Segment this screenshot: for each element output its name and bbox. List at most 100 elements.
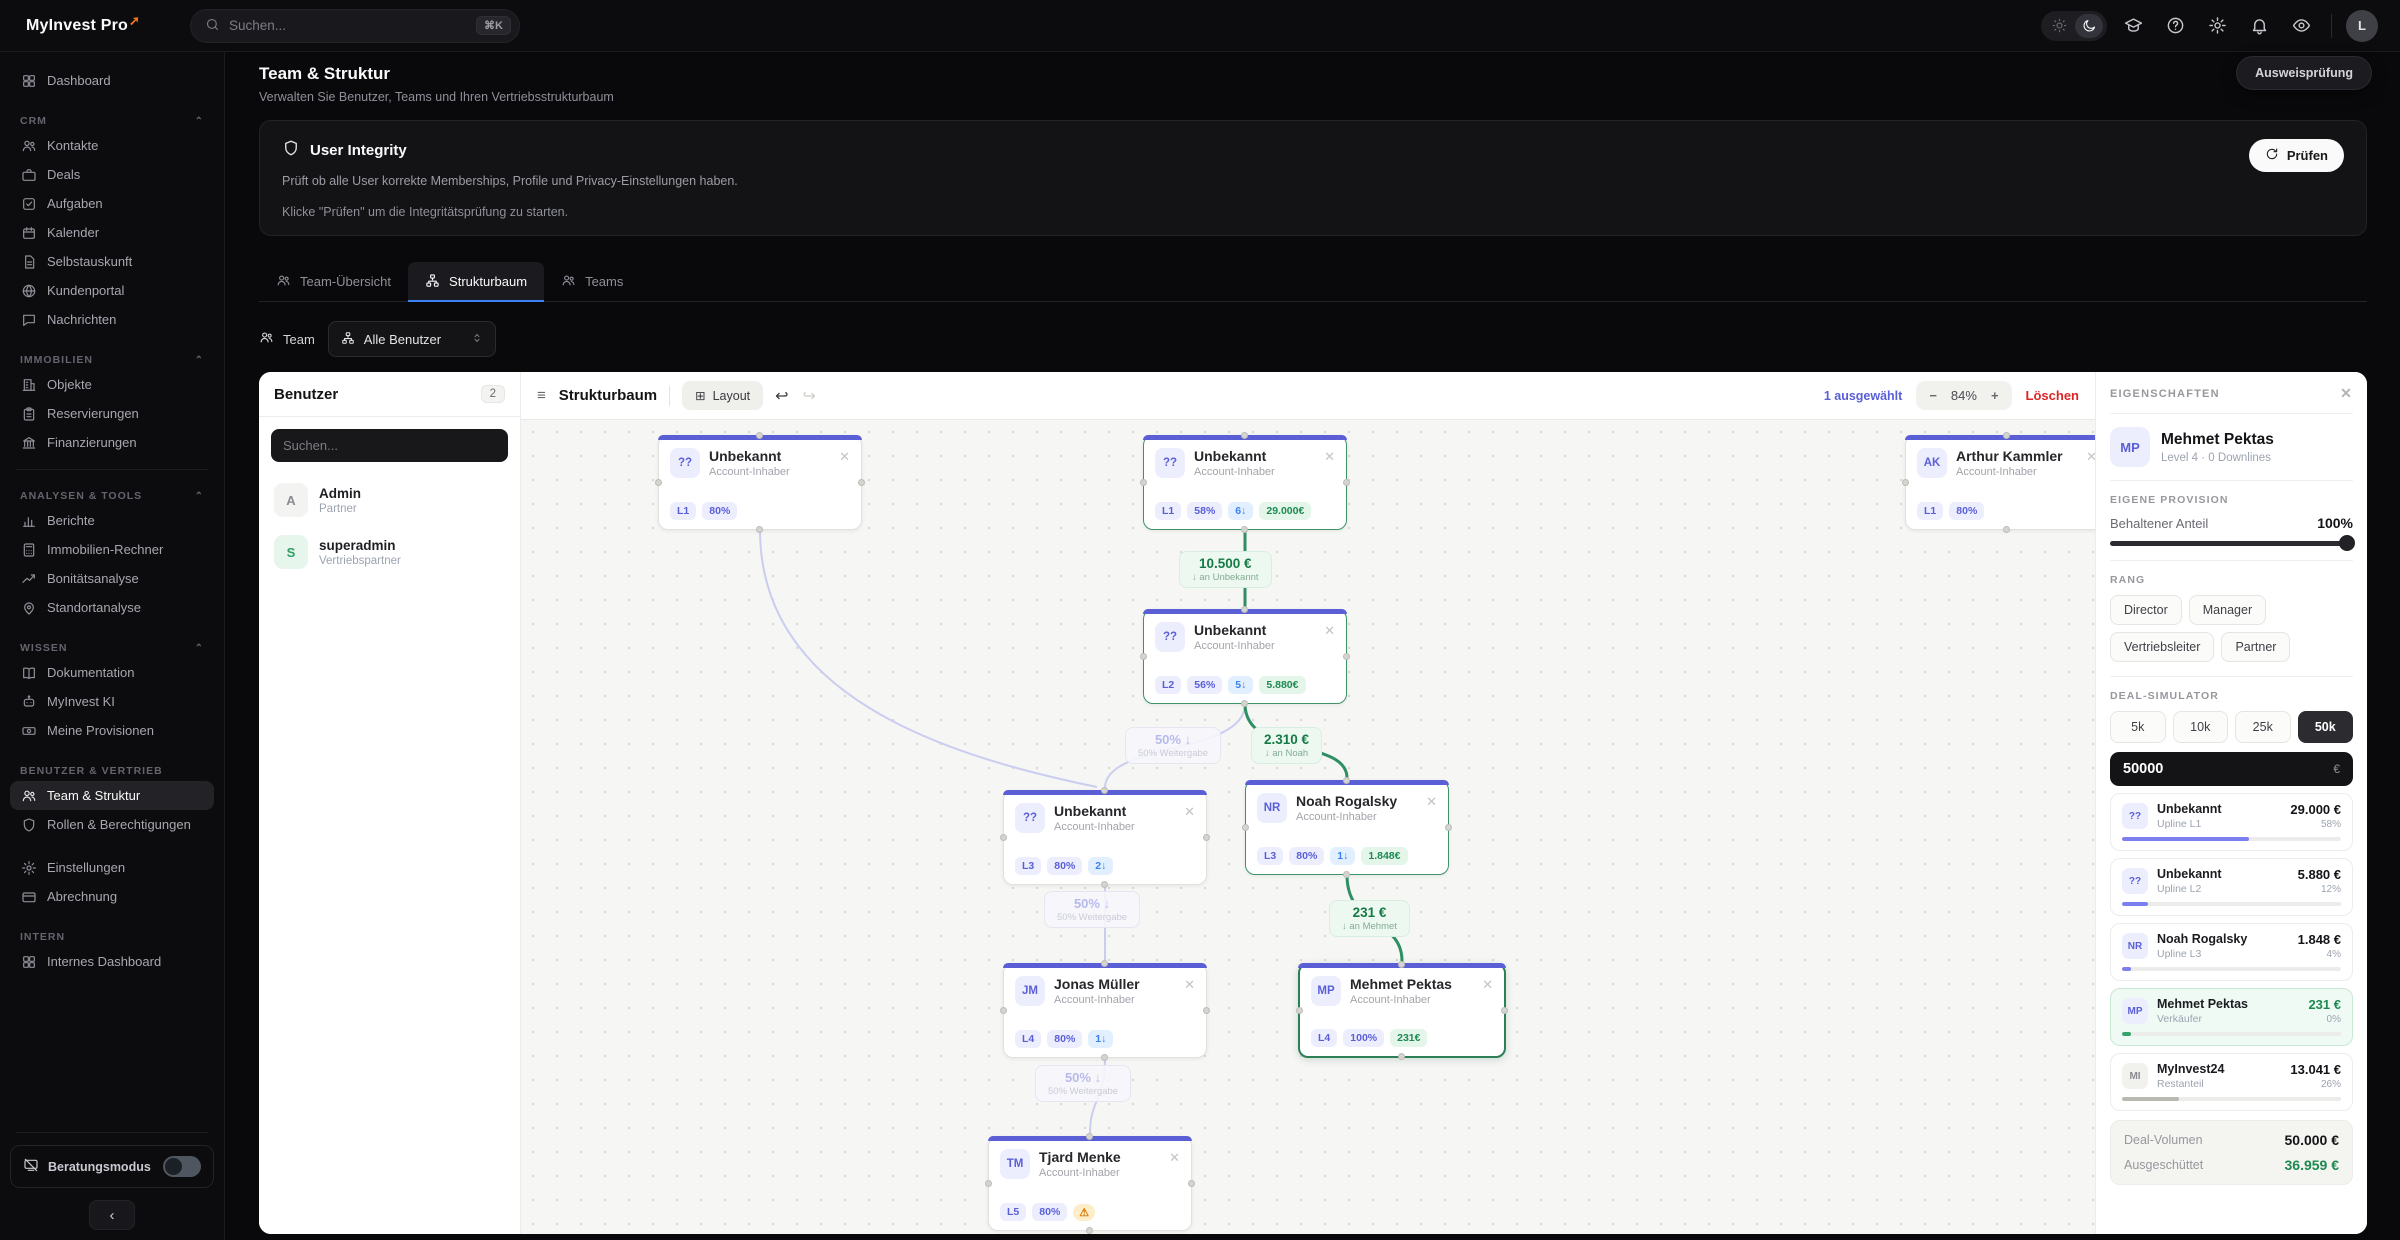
node-handle[interactable] <box>1398 961 1405 968</box>
preset-5k-button[interactable]: 5k <box>2110 711 2166 743</box>
node-handle[interactable] <box>1101 881 1108 888</box>
sidebar-section-analysen[interactable]: ANALYSEN & TOOLS⌃ <box>20 490 204 502</box>
preset-10k-button[interactable]: 10k <box>2172 711 2228 743</box>
sidebar-item-rollen-berechtigungen[interactable]: Rollen & Berechtigungen <box>10 810 214 839</box>
node-handle[interactable] <box>756 432 763 439</box>
sidebar-section-crm[interactable]: CRM⌃ <box>20 115 204 127</box>
global-search-input[interactable]: Suchen... ⌘K <box>190 8 520 43</box>
users-search-input[interactable]: Suchen... <box>271 429 508 462</box>
node-handle[interactable] <box>1101 960 1108 967</box>
close-icon[interactable]: ✕ <box>2086 449 2095 464</box>
node-handle[interactable] <box>1188 1179 1195 1187</box>
close-icon[interactable]: ✕ <box>1324 623 1335 638</box>
close-icon[interactable]: ✕ <box>1169 1150 1180 1165</box>
sidebar-item-deals[interactable]: Deals <box>10 160 214 189</box>
sidebar-item-kalender[interactable]: Kalender <box>10 218 214 247</box>
node-handle[interactable] <box>1086 1133 1093 1140</box>
sidebar-item-meine-provisionen[interactable]: Meine Provisionen <box>10 716 214 745</box>
beratungsmodus-toggle[interactable] <box>163 1156 201 1177</box>
node-handle[interactable] <box>1101 1054 1108 1061</box>
sidebar-section-intern[interactable]: INTERN <box>20 931 66 943</box>
sidebar-item-dashboard[interactable]: Dashboard <box>10 66 214 95</box>
undo-button[interactable]: ↩ <box>775 387 789 405</box>
node-handle[interactable] <box>1343 652 1350 660</box>
rank-button-partner[interactable]: Partner <box>2221 632 2291 662</box>
anteil-slider[interactable] <box>2110 535 2355 551</box>
node-handle[interactable] <box>1203 1006 1210 1014</box>
pruefen-button[interactable]: Prüfen <box>2248 139 2344 172</box>
sun-icon[interactable] <box>2045 14 2073 38</box>
eye-button[interactable] <box>2285 10 2317 42</box>
node-handle[interactable] <box>1241 700 1248 707</box>
node-handle[interactable] <box>1140 478 1147 486</box>
layout-button[interactable]: ⊞Layout <box>682 381 764 410</box>
sidebar-collapse-button[interactable]: ‹ <box>89 1200 135 1230</box>
sidebar-item-dokumentation[interactable]: Dokumentation <box>10 658 214 687</box>
deal-amount-input[interactable]: 50000 € <box>2110 752 2353 786</box>
rank-button-vertriebsleiter[interactable]: Vertriebsleiter <box>2110 632 2215 662</box>
redo-button[interactable]: ↪ <box>802 387 816 405</box>
sidebar-item-selbstauskunft[interactable]: Selbstauskunft <box>10 247 214 276</box>
node-handle[interactable] <box>1000 1006 1007 1014</box>
node-handle[interactable] <box>1296 1006 1303 1014</box>
node-handle[interactable] <box>1241 526 1248 533</box>
sidebar-item-standortanalyse[interactable]: Standortanalyse <box>10 593 214 622</box>
team-select-dropdown[interactable]: Alle Benutzer <box>327 321 496 357</box>
node-handle[interactable] <box>1343 777 1350 784</box>
settings-button[interactable] <box>2201 10 2233 42</box>
sidebar-item-finanzierungen[interactable]: Finanzierungen <box>10 428 214 457</box>
sidebar-item-nachrichten[interactable]: Nachrichten <box>10 305 214 334</box>
sidebar-item-einstellungen[interactable]: Einstellungen <box>10 853 214 882</box>
node-handle[interactable] <box>1242 823 1249 831</box>
academy-button[interactable] <box>2117 10 2149 42</box>
sidebar-item-objekte[interactable]: Objekte <box>10 370 214 399</box>
close-icon[interactable]: ✕ <box>1324 449 1335 464</box>
node-handle[interactable] <box>1101 787 1108 794</box>
node-handle[interactable] <box>1398 1053 1405 1060</box>
node-handle[interactable] <box>655 478 662 486</box>
close-icon[interactable]: ✕ <box>2340 385 2353 401</box>
node-handle[interactable] <box>858 478 865 486</box>
sidebar-section-benutzer-vertrieb[interactable]: BENUTZER & VERTRIEB <box>20 765 163 777</box>
node-handle[interactable] <box>1241 432 1248 439</box>
node-handle[interactable] <box>1445 823 1452 831</box>
tab-teams[interactable]: Teams <box>544 262 640 301</box>
close-icon[interactable]: ✕ <box>1482 977 1493 992</box>
preset-25k-button[interactable]: 25k <box>2235 711 2291 743</box>
theme-toggle[interactable] <box>2041 10 2107 41</box>
app-logo[interactable]: MyInvest Pro➚ <box>26 12 141 34</box>
close-icon[interactable]: ✕ <box>1426 794 1437 809</box>
rank-button-manager[interactable]: Manager <box>2188 595 2267 625</box>
node-handle[interactable] <box>1000 833 1007 841</box>
close-icon[interactable]: ✕ <box>839 449 850 464</box>
sidebar-item-team-struktur[interactable]: Team & Struktur <box>10 781 214 810</box>
node-handle[interactable] <box>2003 526 2010 533</box>
notifications-button[interactable] <box>2243 10 2275 42</box>
sidebar-item-kundenportal[interactable]: Kundenportal <box>10 276 214 305</box>
help-button[interactable] <box>2159 10 2191 42</box>
node-handle[interactable] <box>756 526 763 533</box>
sidebar-item-abrechnung[interactable]: Abrechnung <box>10 882 214 911</box>
preset-50k-button[interactable]: 50k <box>2297 711 2353 743</box>
sidebar-section-wissen[interactable]: WISSEN⌃ <box>20 642 204 654</box>
slider-knob[interactable] <box>2339 535 2355 551</box>
rank-button-director[interactable]: Director <box>2110 595 2182 625</box>
structure-canvas[interactable]: 10.500 €↓ an Unbekannt 50% ↓50% Weiterga… <box>521 420 2095 1234</box>
sidebar-item-immobilien-rechner[interactable]: Immobilien-Rechner <box>10 535 214 564</box>
zoom-in-button[interactable]: + <box>1990 388 1999 403</box>
sidebar-item-bonitaetsanalyse[interactable]: Bonitätsanalyse <box>10 564 214 593</box>
close-icon[interactable]: ✕ <box>1184 977 1195 992</box>
menu-icon[interactable]: ≡ <box>537 387 547 404</box>
node-handle[interactable] <box>1203 833 1210 841</box>
sidebar-item-myinvest-ki[interactable]: MyInvest KI <box>10 687 214 716</box>
zoom-out-button[interactable]: − <box>1929 388 1937 403</box>
sidebar-item-berichte[interactable]: Berichte <box>10 506 214 535</box>
